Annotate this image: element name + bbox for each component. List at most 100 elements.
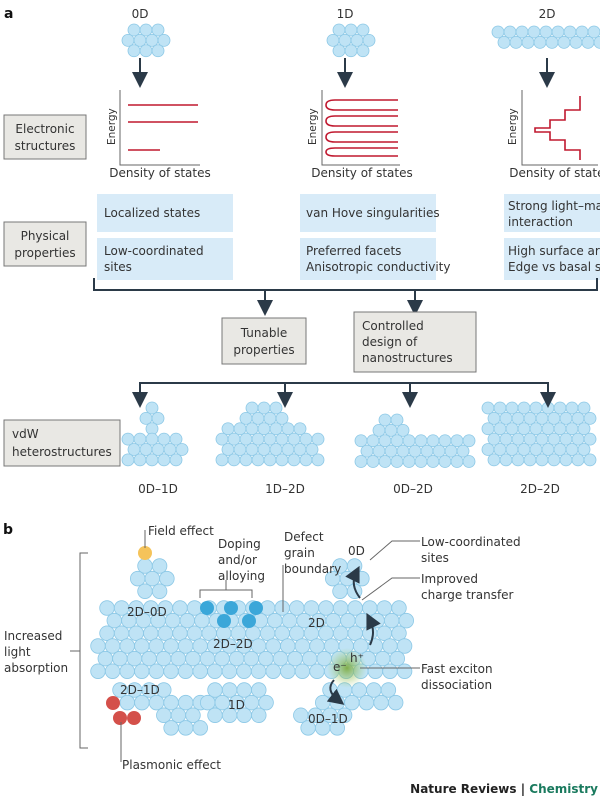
atom bbox=[402, 434, 416, 448]
hetero-2d-2d: 2D–2D bbox=[520, 482, 560, 496]
atom bbox=[133, 33, 147, 47]
svg-text:van Hove singularities: van Hove singularities bbox=[306, 206, 440, 220]
atom bbox=[402, 455, 416, 468]
atom bbox=[199, 694, 216, 711]
atom bbox=[269, 443, 283, 456]
bracket bbox=[139, 382, 549, 398]
atom bbox=[163, 638, 179, 654]
atom bbox=[215, 453, 229, 467]
atom bbox=[106, 612, 123, 629]
atom bbox=[503, 25, 517, 39]
atom bbox=[119, 694, 136, 711]
atom bbox=[587, 25, 600, 39]
atom bbox=[151, 23, 165, 37]
atom bbox=[462, 455, 476, 468]
atom bbox=[287, 432, 301, 446]
atom bbox=[390, 455, 404, 468]
atom bbox=[170, 650, 187, 667]
atom bbox=[177, 694, 194, 711]
atom bbox=[245, 422, 259, 436]
atom bbox=[272, 650, 289, 667]
atom bbox=[559, 432, 573, 446]
atom bbox=[258, 650, 274, 667]
atom bbox=[137, 558, 153, 574]
atom bbox=[450, 455, 464, 468]
dos-xlabel: Density of states bbox=[109, 166, 210, 180]
atom bbox=[175, 443, 189, 456]
atom bbox=[127, 44, 141, 58]
atom bbox=[185, 707, 201, 723]
atom bbox=[269, 401, 283, 415]
atom bbox=[251, 707, 267, 723]
atom bbox=[527, 25, 541, 39]
atom bbox=[265, 638, 281, 654]
atom bbox=[391, 625, 407, 641]
svg-text:Preferred facets: Preferred facets bbox=[306, 244, 401, 258]
label-2d-0d: 2D–0D bbox=[127, 605, 167, 619]
atom bbox=[275, 432, 289, 446]
atom bbox=[280, 638, 296, 654]
atom bbox=[293, 707, 309, 723]
atom bbox=[145, 33, 159, 47]
defect-label: boundary bbox=[284, 562, 341, 576]
dos-ylabel: Energy bbox=[106, 108, 118, 145]
atom bbox=[396, 444, 410, 458]
atom bbox=[133, 432, 147, 446]
atom bbox=[170, 707, 187, 723]
atom bbox=[438, 455, 452, 468]
atom bbox=[228, 650, 245, 667]
atom bbox=[396, 423, 410, 437]
atom bbox=[275, 453, 289, 467]
atom bbox=[144, 570, 161, 587]
svg-text:Electronic: Electronic bbox=[15, 122, 74, 136]
atom bbox=[565, 443, 579, 456]
atom bbox=[575, 25, 589, 39]
atom bbox=[577, 443, 591, 456]
atom bbox=[251, 453, 265, 467]
atom bbox=[338, 33, 352, 47]
dos-plot-1d: Energy bbox=[307, 90, 400, 166]
atom bbox=[119, 663, 135, 679]
atom bbox=[233, 443, 247, 456]
atom bbox=[382, 638, 398, 654]
atom bbox=[269, 422, 283, 436]
atom bbox=[126, 650, 143, 667]
atom bbox=[251, 682, 267, 698]
atom bbox=[367, 638, 384, 654]
low-coord-label: sites bbox=[421, 551, 449, 565]
atom bbox=[215, 432, 229, 446]
column-2d: 2D bbox=[539, 7, 556, 21]
atom bbox=[505, 401, 519, 415]
atom bbox=[121, 453, 135, 467]
charge-transfer-label: charge transfer bbox=[421, 588, 514, 602]
atom bbox=[134, 694, 150, 711]
atom bbox=[145, 432, 159, 446]
exciton-label: dissociation bbox=[421, 678, 492, 692]
atom bbox=[185, 650, 201, 667]
atom bbox=[553, 422, 567, 436]
dos-plot-0d: Energy bbox=[106, 90, 200, 166]
atom bbox=[332, 23, 346, 37]
svg-text:properties: properties bbox=[14, 246, 75, 260]
atom bbox=[523, 432, 537, 446]
atom bbox=[583, 411, 597, 425]
dos-plot-2d: Energy bbox=[507, 90, 598, 166]
atom-clusters bbox=[121, 23, 600, 468]
atom bbox=[358, 694, 375, 711]
atom bbox=[577, 422, 591, 436]
svg-text:sites: sites bbox=[104, 260, 132, 274]
atom bbox=[517, 422, 531, 436]
atom bbox=[97, 650, 114, 667]
atom bbox=[533, 35, 547, 49]
atom bbox=[493, 443, 507, 456]
physical-properties-box: Physical properties bbox=[3, 221, 87, 267]
atom bbox=[444, 444, 458, 458]
atom bbox=[177, 638, 194, 654]
atom bbox=[565, 422, 579, 436]
atom bbox=[221, 422, 235, 436]
atom bbox=[239, 453, 253, 467]
svg-text:Physical: Physical bbox=[21, 229, 70, 243]
atom bbox=[362, 600, 378, 616]
atom bbox=[311, 453, 325, 467]
atom bbox=[280, 663, 296, 679]
